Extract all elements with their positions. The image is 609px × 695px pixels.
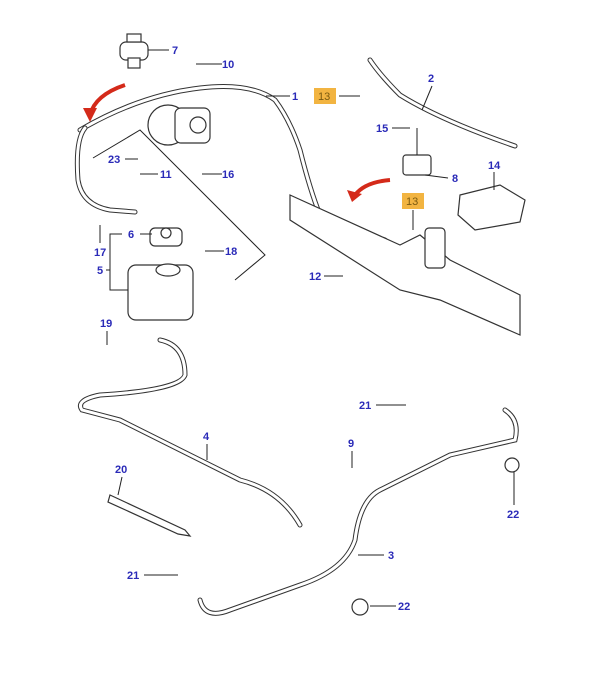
callout-21: 21 xyxy=(359,400,371,412)
callout-9: 9 xyxy=(348,438,354,450)
callout-4: 4 xyxy=(203,431,210,443)
callout-14: 14 xyxy=(488,160,501,172)
callout-17: 17 xyxy=(94,247,106,259)
callout-1: 1 xyxy=(292,91,298,103)
callout-3: 3 xyxy=(388,550,394,562)
callout-5: 5 xyxy=(97,265,103,277)
callout-10: 10 xyxy=(222,59,234,71)
highlight-box xyxy=(402,193,424,209)
callout-22: 22 xyxy=(398,601,410,613)
callout-20: 20 xyxy=(115,464,127,476)
reservoir-5 xyxy=(127,227,194,321)
callout-13: 13 xyxy=(318,91,330,103)
red-arrow-icon xyxy=(353,178,391,197)
callout-2: 2 xyxy=(428,73,434,85)
red-arrow-head-icon xyxy=(83,108,97,122)
callout-7: 7 xyxy=(172,45,178,57)
return-hose-2 xyxy=(367,57,518,149)
callout-6: 6 xyxy=(128,229,134,241)
callout-11: 11 xyxy=(160,169,172,181)
pump xyxy=(147,104,211,146)
callout-8: 8 xyxy=(452,173,458,185)
callout-15: 15 xyxy=(376,123,388,135)
callout-19: 19 xyxy=(100,318,112,330)
pressure-switch-7 xyxy=(119,33,149,69)
callout-23: 23 xyxy=(108,154,120,166)
steering-rack xyxy=(289,194,521,336)
callout-18: 18 xyxy=(225,246,237,258)
pressure-hose-1 xyxy=(74,84,388,243)
callout-21: 21 xyxy=(127,570,139,582)
leader-lines xyxy=(99,49,515,607)
bracket-8 xyxy=(402,128,432,176)
bracket-14 xyxy=(457,184,526,231)
callout-22: 22 xyxy=(507,509,519,521)
nuts-22 xyxy=(351,457,520,616)
cooler-pipe-4 xyxy=(78,337,303,528)
return-pipe-3 xyxy=(197,407,519,616)
highlight-box xyxy=(314,88,336,104)
callout-labels: 7 10 1 2 13 15 8 14 13 23 11 16 17 6 18 … xyxy=(94,45,519,613)
red-arrow-head-icon xyxy=(347,190,362,202)
callout-13: 13 xyxy=(406,196,418,208)
ties-20 xyxy=(107,494,192,537)
callout-12: 12 xyxy=(309,271,321,283)
assembly-outline xyxy=(92,129,266,281)
callout-16: 16 xyxy=(222,169,234,181)
